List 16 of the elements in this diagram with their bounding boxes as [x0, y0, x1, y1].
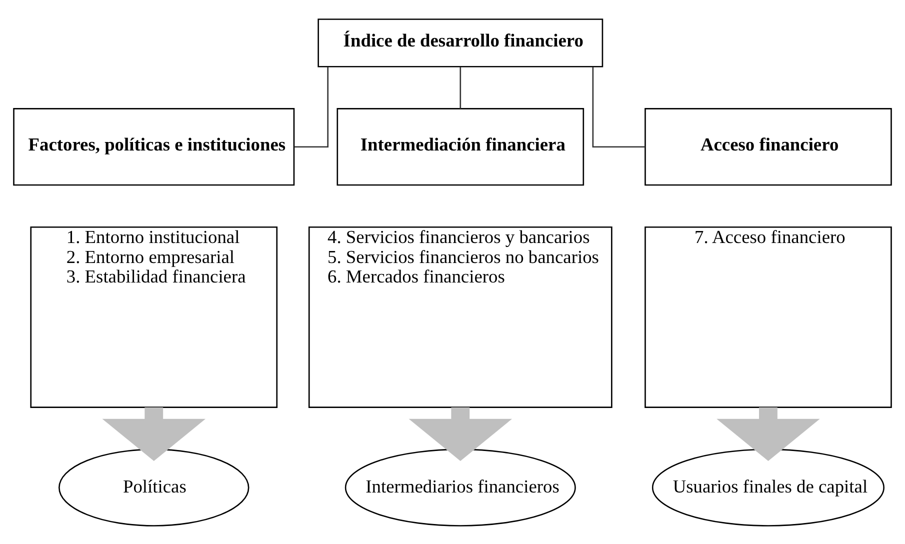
connector	[294, 66, 329, 148]
node-box: 1. Entorno institucional 2. Entorno empresarial 3. Estabilidad financiera	[30, 226, 278, 408]
node-box: Índice de desarrollo financiero	[318, 18, 604, 67]
arrow	[716, 406, 820, 460]
node-box: Intermediación financiera	[336, 108, 584, 186]
arrow	[102, 406, 206, 460]
node-ellipse: Intermediarios financieros	[344, 448, 576, 526]
node-box: Acceso financiero	[644, 108, 892, 186]
connector	[460, 66, 462, 108]
node-box: Factores, políticas e instituciones	[13, 108, 295, 186]
node-ellipse: Políticas	[58, 448, 250, 526]
node-box: 4. Servicios financieros y bancarios 5. Servicios financieros no bancarios 6. Mercados financieros	[308, 226, 612, 408]
arrow	[408, 406, 512, 460]
connector	[592, 66, 646, 148]
node-ellipse: Usuarios finales de capital	[652, 448, 884, 526]
node-box: 7. Acceso financiero	[644, 226, 892, 408]
